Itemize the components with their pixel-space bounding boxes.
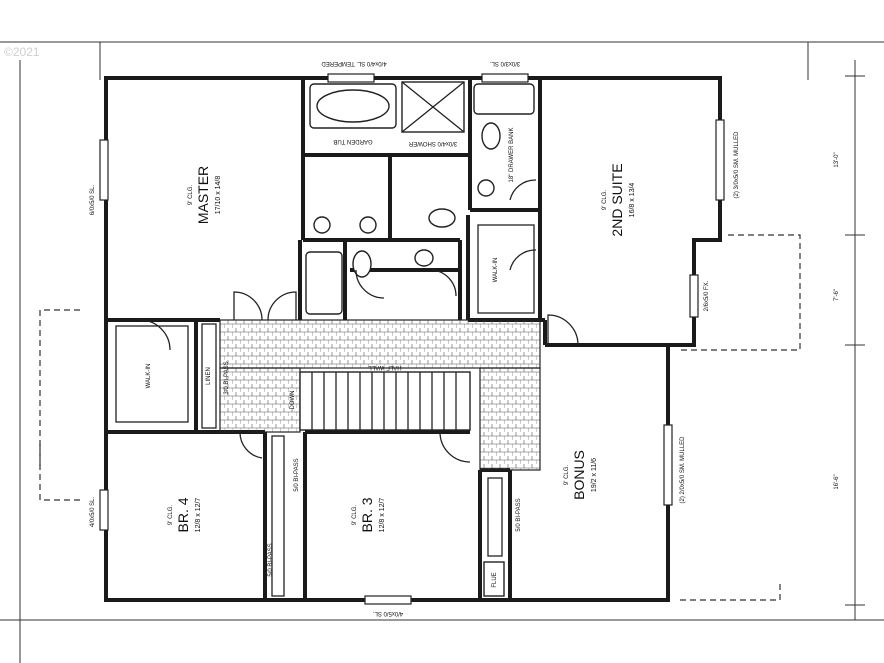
br4-size: 12/8 x 12/7 bbox=[195, 498, 202, 533]
bipass-br4-label: 5/0 BI-PASS bbox=[268, 543, 274, 576]
flue-label: FLUE bbox=[492, 572, 498, 587]
bonus-name: BONUS bbox=[571, 450, 587, 500]
room-br4: 9' CLG. BR. 4 12/8 x 12/7 bbox=[168, 497, 202, 532]
dim-right-bottom: 16'-6" bbox=[834, 474, 840, 489]
br3-height: 9' CLG. bbox=[352, 505, 358, 525]
br4-height: 9' CLG. bbox=[168, 505, 174, 525]
dim-right-mid: 7'-6" bbox=[834, 289, 840, 301]
bipass-br3-label: 5/0 BI-PASS bbox=[294, 458, 300, 491]
master-height: 9' CLG. bbox=[188, 185, 194, 205]
window-suite-fx-label: 2/6x5/0 FX. bbox=[704, 280, 710, 311]
bipass-linen-label: 3/0 BI-PASS bbox=[224, 361, 230, 394]
window-top-bath-label: 4/0x4/0 SL. TEMPERED bbox=[321, 60, 387, 66]
window-master-left-label: 6/0x5/0 SL. bbox=[90, 184, 96, 215]
window-br4-left-label: 4/0x5/0 SL. bbox=[90, 496, 96, 527]
small-labels: GARDEN TUB 3/0x4/0 SHOWER 18" DRAWER BAN… bbox=[146, 128, 522, 588]
interior-walls bbox=[106, 78, 668, 600]
hallway-landing bbox=[219, 319, 541, 471]
room-br3: 9' CLG. BR. 3 12/8 x 12/7 bbox=[352, 497, 386, 532]
suite2-size: 16/8 x 13/4 bbox=[629, 183, 636, 218]
room-bonus: 9' CLG. BONUS 19/2 x 11/6 bbox=[564, 450, 598, 500]
window-labels: 4/0x4/0 SL. TEMPERED 3/0x3/0 SL. 6/0x5/0… bbox=[90, 60, 740, 616]
drawer-bank-label: 18" DRAWER BANK bbox=[509, 128, 515, 183]
down-label: DOWN bbox=[290, 391, 296, 410]
closet-shelves bbox=[115, 224, 535, 597]
dimension-lines bbox=[0, 41, 884, 663]
linen-label: LINEN bbox=[206, 367, 212, 385]
suite2-height: 9' CLG. bbox=[602, 190, 608, 210]
br3-size: 12/8 x 12/7 bbox=[379, 498, 386, 533]
bipass-bonus-label: 5/0 BI-PASS bbox=[516, 498, 522, 531]
window-bonus-right-label: (2) 2/0x5/0 SM. MULLED bbox=[680, 436, 686, 504]
walkin-master-label: WALK-IN bbox=[146, 364, 152, 389]
window-top-suite-bath-label: 3/0x3/0 SL. bbox=[489, 60, 520, 66]
br3-name: BR. 3 bbox=[359, 497, 375, 532]
watermark: ©2021 bbox=[4, 45, 40, 59]
window-suite-right-label: (2) 3/0x5/0 SM. MULLED bbox=[734, 131, 740, 199]
room-master: 9' CLG. MASTER 17/10 x 14/8 bbox=[188, 166, 222, 224]
walkin-suite-label: WALK-IN bbox=[493, 258, 499, 283]
bonus-height: 9' CLG. bbox=[564, 465, 570, 485]
door-swings bbox=[139, 179, 579, 463]
overhang-lines bbox=[39, 234, 801, 601]
half-wall-label: HALF WALL bbox=[368, 364, 402, 370]
garden-tub-label: GARDEN TUB bbox=[333, 138, 372, 144]
windows bbox=[99, 73, 725, 605]
bath-fixtures bbox=[305, 81, 535, 315]
master-name: MASTER bbox=[195, 166, 211, 224]
bonus-size: 19/2 x 11/6 bbox=[591, 458, 598, 492]
window-bottom-label: 4/0x5/0 SL. bbox=[372, 610, 403, 616]
suite2-name: 2ND SUITE bbox=[609, 163, 625, 236]
stairs bbox=[299, 371, 471, 431]
br4-name: BR. 4 bbox=[175, 497, 191, 532]
master-size: 17/10 x 14/8 bbox=[215, 176, 222, 215]
shower-label: 3/0x4/0 SHOWER bbox=[408, 140, 457, 146]
dimension-labels: 13'-0" 7'-6" 16'-6" bbox=[834, 152, 840, 489]
room-suite2: 9' CLG. 2ND SUITE 16/8 x 13/4 bbox=[602, 163, 636, 236]
dim-right-top: 13'-0" bbox=[834, 152, 840, 167]
